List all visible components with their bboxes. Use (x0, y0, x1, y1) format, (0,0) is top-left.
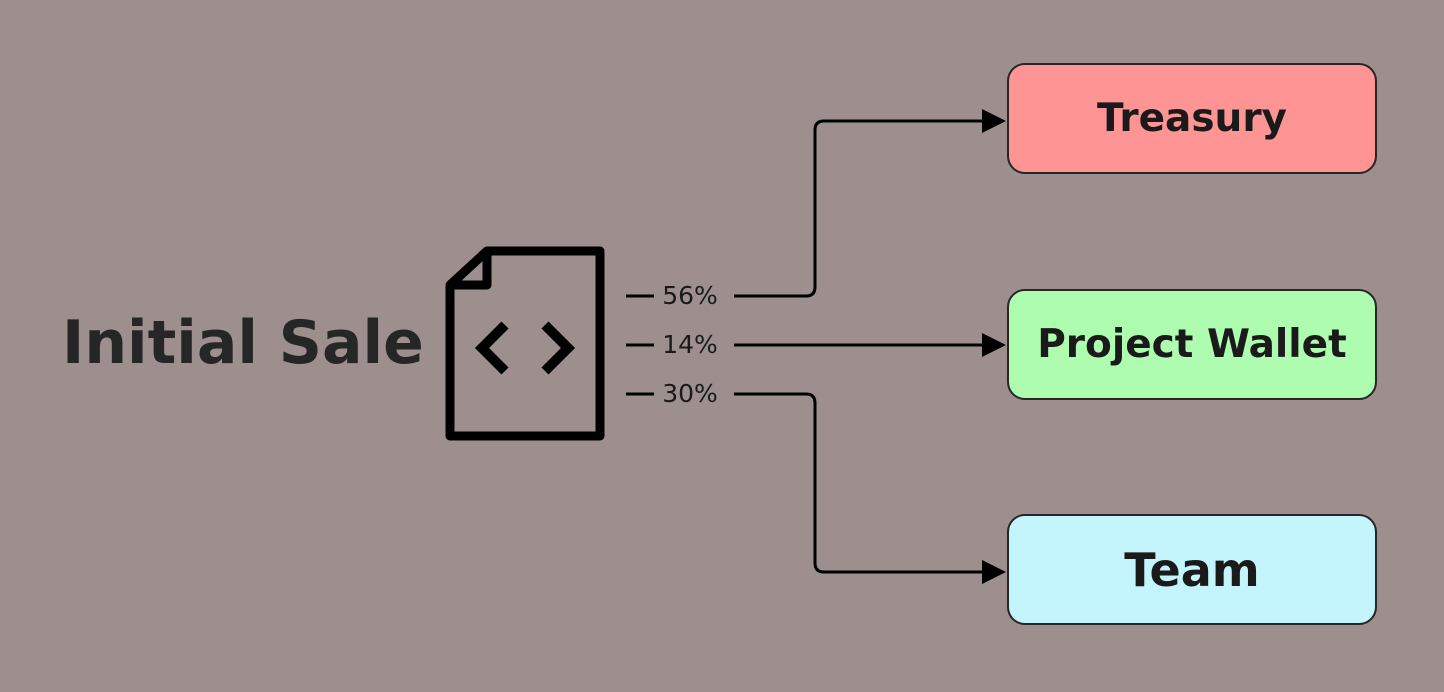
code-file-icon (445, 246, 605, 441)
node-project-wallet-label: Project Wallet (1037, 322, 1347, 367)
node-project-wallet: Project Wallet (1007, 289, 1377, 400)
connector-team (626, 392, 1006, 584)
node-team: Team (1007, 514, 1377, 625)
node-team-label: Team (1124, 542, 1260, 597)
connector-treasury (626, 109, 1006, 298)
flow-percent-project-wallet: 14% (662, 330, 718, 359)
flow-percent-team: 30% (662, 379, 718, 408)
node-treasury: Treasury (1007, 63, 1377, 174)
connector-project-wallet (626, 333, 1006, 357)
source-label: Initial Sale (62, 308, 424, 378)
node-treasury-label: Treasury (1097, 96, 1287, 141)
flow-percent-treasury: 56% (662, 281, 718, 310)
